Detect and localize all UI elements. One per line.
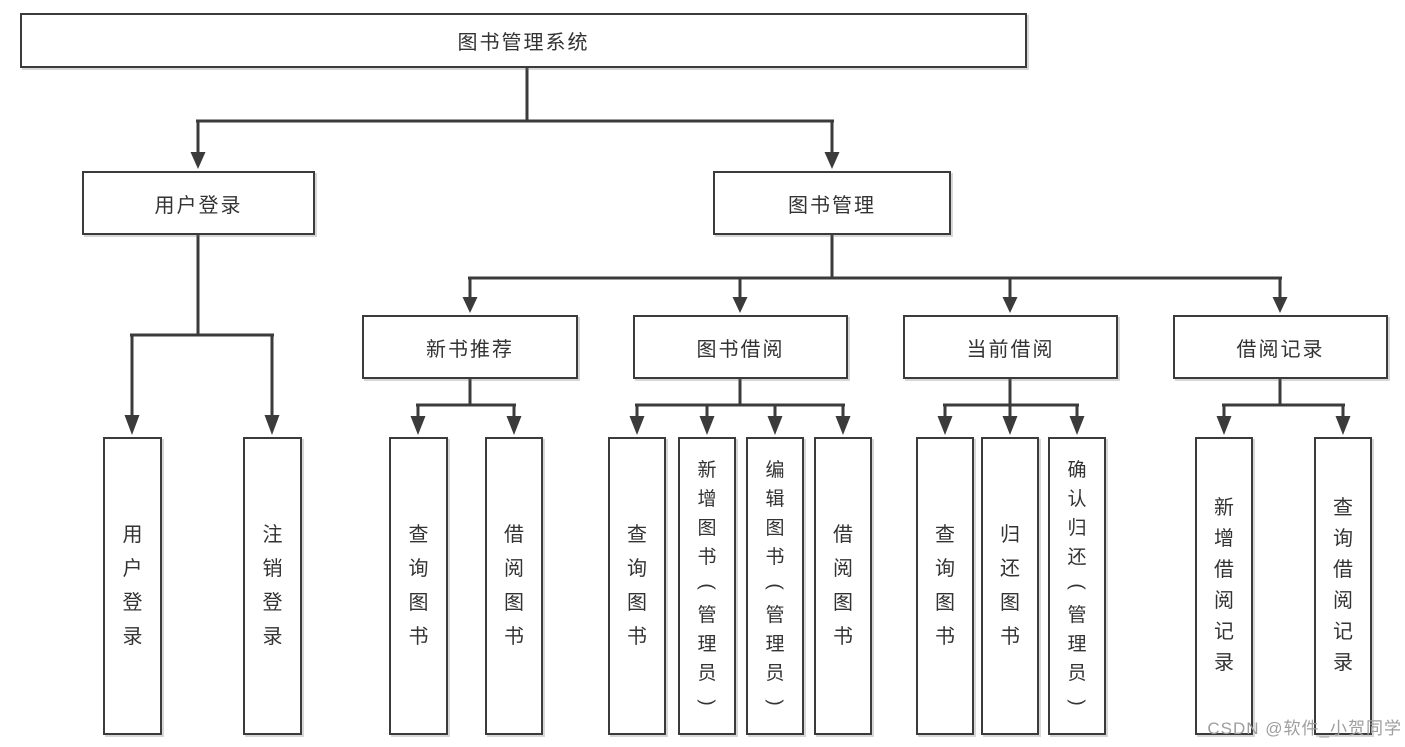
leaf-borrow-books: 借阅图书 (814, 437, 872, 735)
node-borrowing-records: 借阅记录 (1173, 315, 1388, 379)
connector-new-book-recommendation-group (410, 379, 522, 435)
leaf-user-login: 用户登录 (103, 437, 162, 735)
connector-root-to-level2 (190, 68, 840, 169)
leaf-edit-books-admin: 编辑图书(管理员) (746, 437, 804, 735)
node-new-book-recommendation: 新书推荐 (362, 315, 578, 379)
leaf-borrowing-query-books: 查询图书 (608, 437, 666, 735)
connector-book-management-to-level3 (462, 235, 1288, 313)
leaf-add-books-admin: 新增图书(管理员) (678, 437, 736, 735)
node-current-borrowing: 当前借阅 (903, 315, 1118, 379)
csdn-watermark: CSDN @软件_小贺同学 (1207, 719, 1402, 738)
leaf-recommend-query-books: 查询图书 (389, 437, 448, 735)
node-user-login: 用户登录 (82, 171, 315, 235)
connector-current-borrowing-group (937, 379, 1085, 435)
leaf-confirm-return-admin: 确认归还(管理员) (1048, 437, 1106, 735)
leaf-add-borrowing-record: 新增借阅记录 (1195, 437, 1253, 735)
leaf-query-borrowing-record: 查询借阅记录 (1314, 437, 1372, 735)
leaf-logout: 注销登录 (243, 437, 302, 735)
connector-user-login-group (124, 235, 280, 435)
node-book-borrowing: 图书借阅 (633, 315, 848, 379)
leaf-recommend-borrow-books: 借阅图书 (485, 437, 543, 735)
connector-borrowing-records-group (1216, 379, 1351, 435)
leaf-current-query-books: 查询图书 (916, 437, 974, 735)
node-library-management-system: 图书管理系统 (20, 13, 1027, 68)
connector-book-borrowing-group (629, 379, 851, 435)
leaf-return-books: 归还图书 (981, 437, 1039, 735)
node-book-management: 图书管理 (713, 171, 951, 235)
